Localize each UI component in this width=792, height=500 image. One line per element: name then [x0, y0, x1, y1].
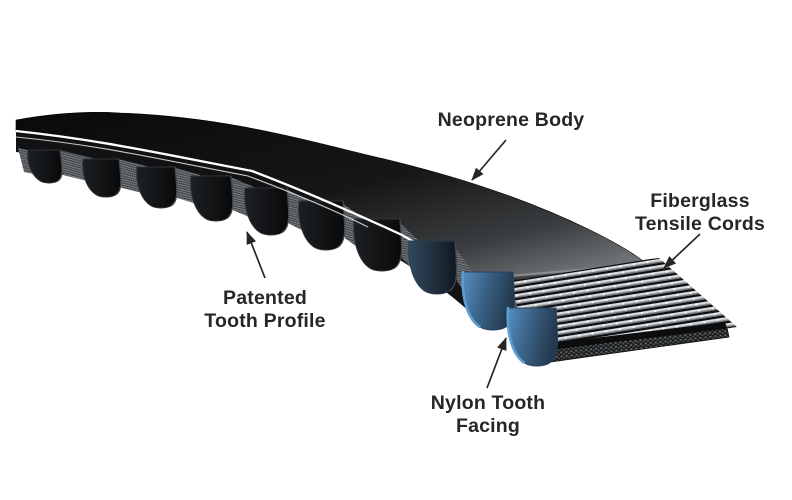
- label-line: Fiberglass: [650, 190, 750, 212]
- nylon-faced-teeth: [408, 240, 559, 367]
- neoprene-top-surface: [15, 111, 651, 283]
- label-line: Facing: [455, 415, 521, 437]
- label-patented-tooth-profile: Patented Tooth Profile: [204, 287, 325, 333]
- tooth: [408, 240, 458, 295]
- tooth: [244, 187, 290, 236]
- belt-teeth: [27, 149, 403, 272]
- label-line: Patented: [223, 287, 307, 309]
- nylon-arrow: [486, 337, 507, 389]
- label-line: Nylon Tooth: [430, 392, 546, 414]
- label-nylon-tooth-facing: Nylon Tooth Facing: [431, 392, 545, 438]
- belt-front-band: [16, 131, 470, 312]
- tooth: [507, 307, 559, 367]
- fiberglass-arrow: [663, 233, 701, 269]
- tooth: [353, 218, 403, 272]
- label-line: Tensile Cords: [634, 213, 766, 235]
- belt-body: [15, 111, 738, 367]
- tooth: [136, 166, 178, 209]
- tooth: [298, 200, 346, 251]
- label-fiberglass-tensile-cords: Fiberglass Tensile Cords: [635, 190, 765, 236]
- label-line: Tooth Profile: [204, 310, 326, 332]
- tooth: [82, 158, 122, 198]
- end-rim: [545, 322, 727, 350]
- neoprene-arrow: [471, 139, 507, 181]
- tooth: [27, 149, 63, 184]
- label-line: Neoprene Body: [437, 109, 585, 131]
- patented-arrow: [246, 231, 266, 279]
- callout-arrows: [246, 139, 701, 389]
- tooth: [190, 175, 234, 222]
- label-neoprene-body: Neoprene Body: [438, 109, 585, 132]
- cord-edge-secondary-line: [15, 136, 369, 228]
